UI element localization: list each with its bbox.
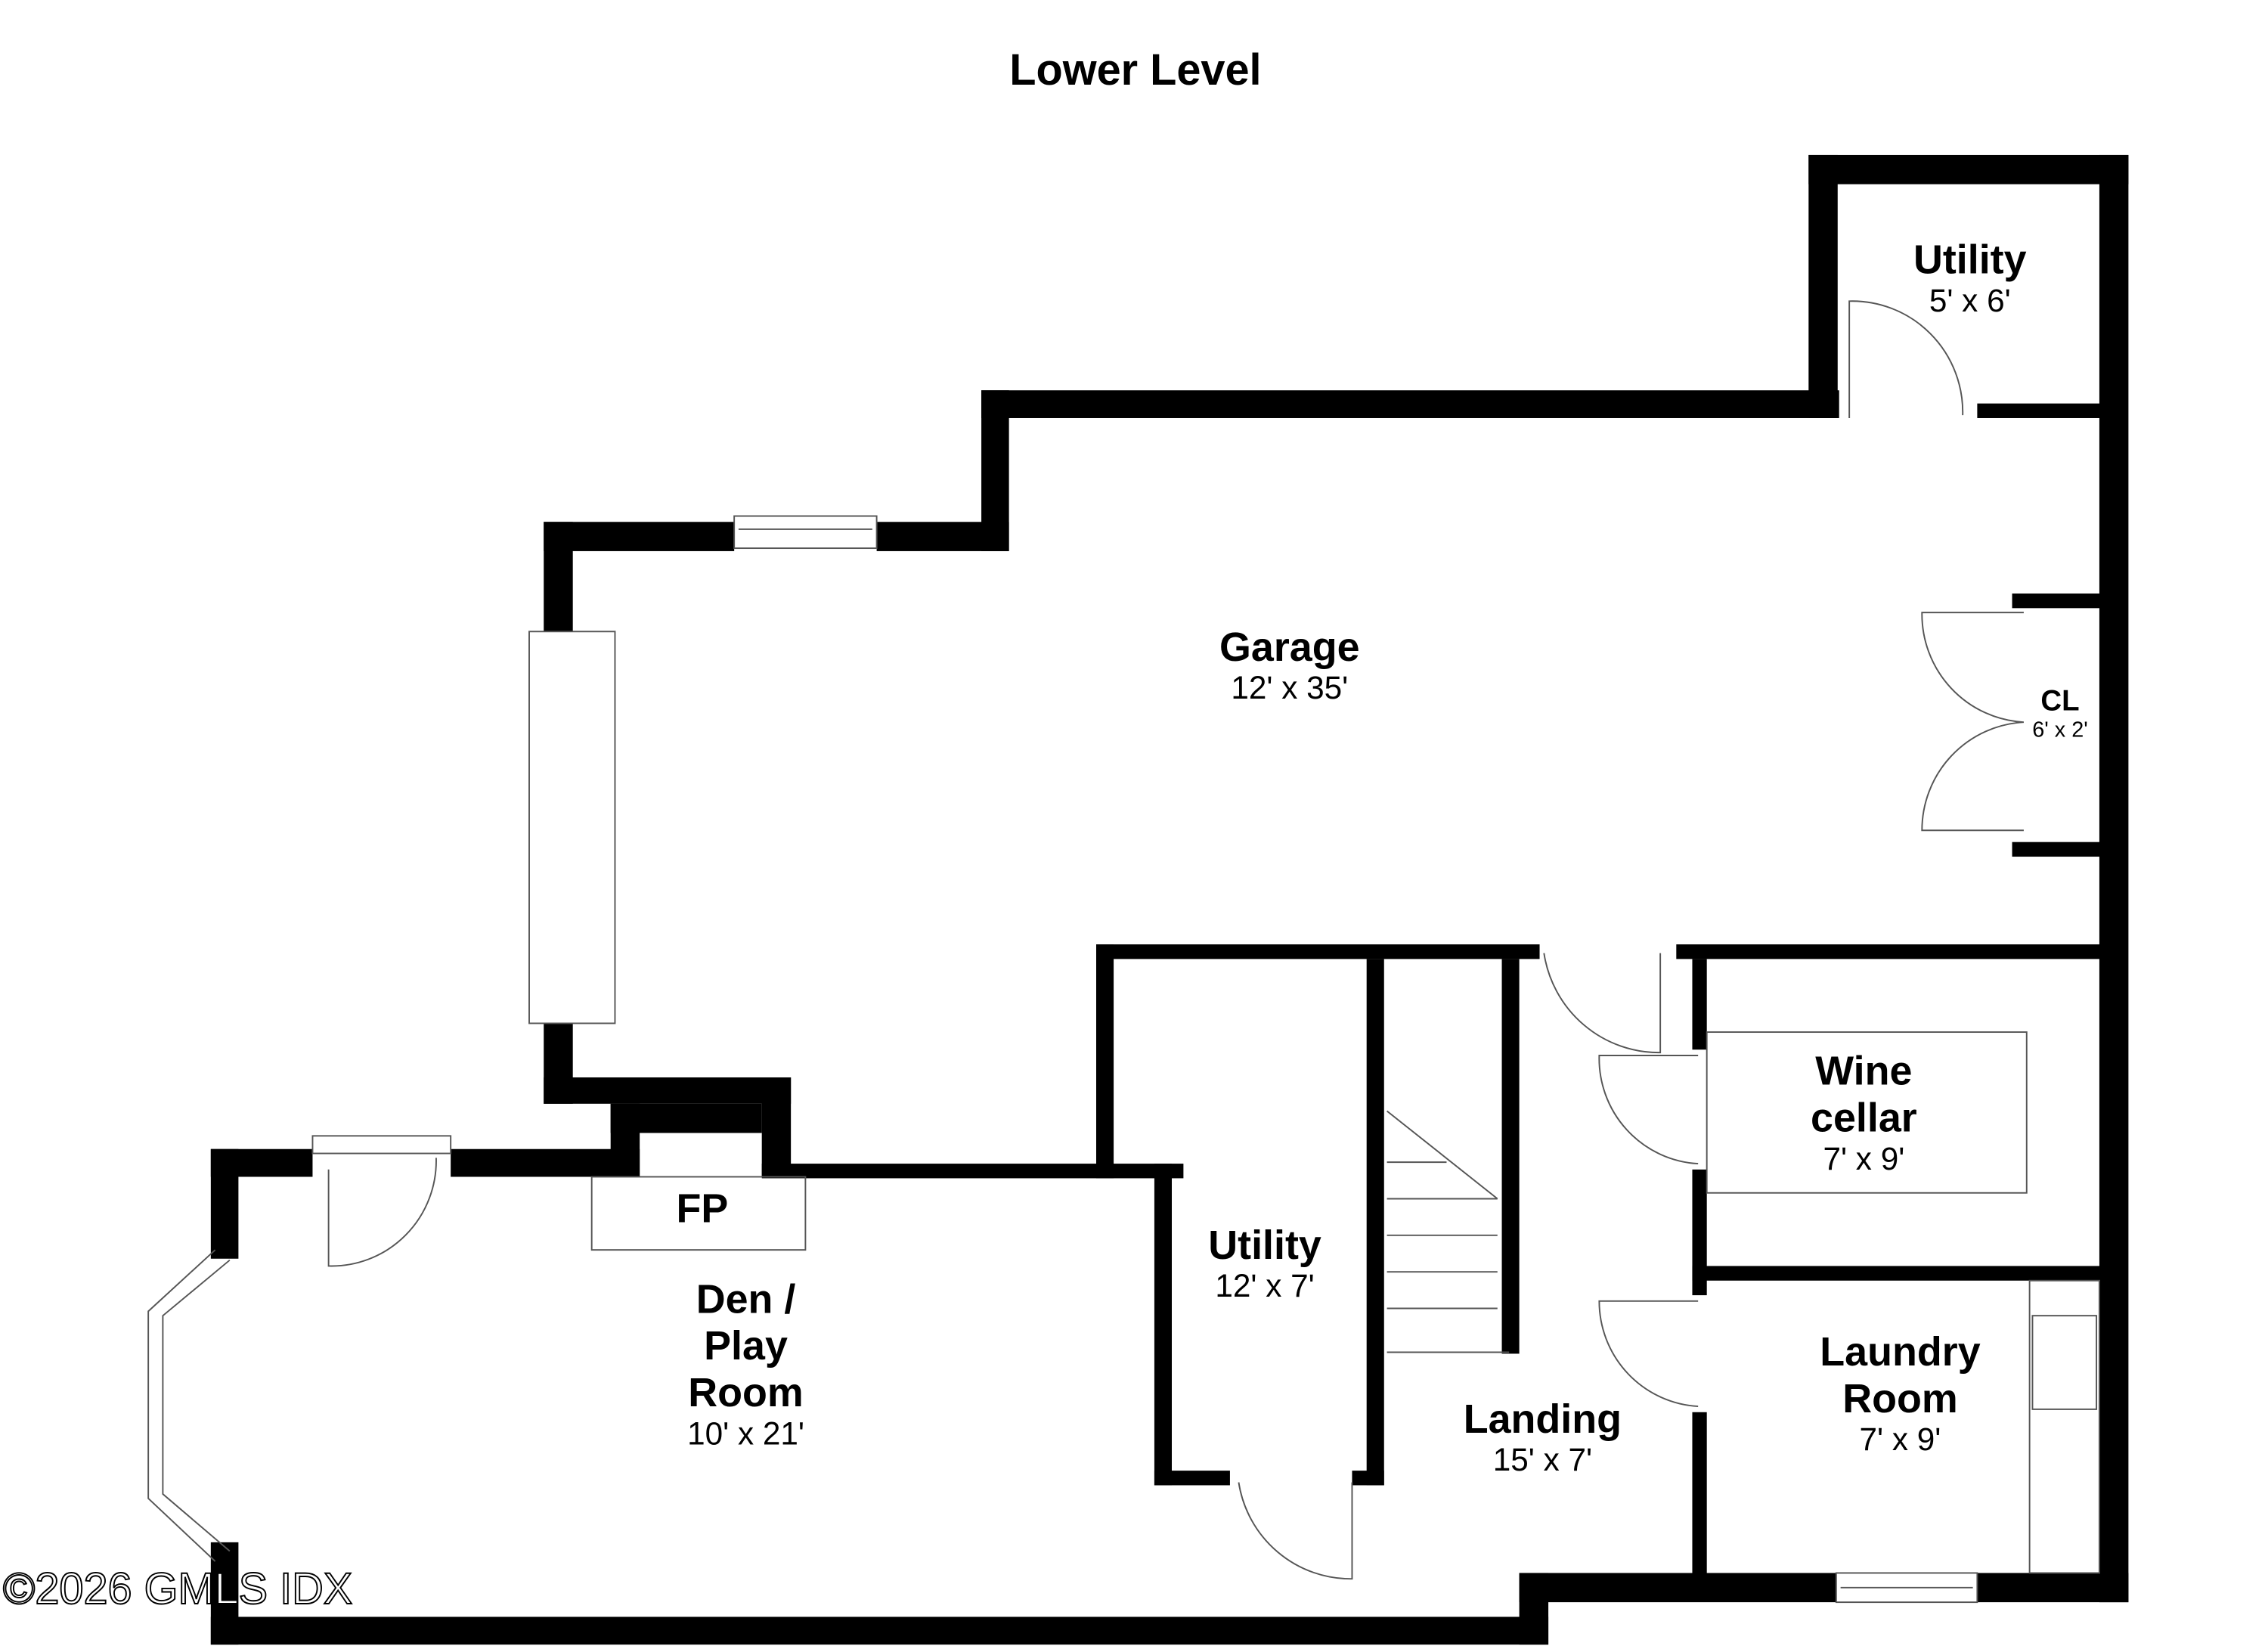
doors xyxy=(327,300,2024,1580)
svg-text:Landing: Landing xyxy=(1464,1396,1622,1442)
room-wine-cellar: Wine cellar 7' x 9' xyxy=(1811,1049,1917,1176)
room-name: CL xyxy=(2040,685,2079,718)
svg-text:7' x 9': 7' x 9' xyxy=(1823,1141,1904,1176)
room-garage: Garage 12' x 35' xyxy=(1219,625,1360,705)
room-den: Den / Play Room 10' x 21' xyxy=(687,1276,804,1451)
windows xyxy=(147,515,1978,1604)
svg-text:Laundry: Laundry xyxy=(1820,1329,1980,1375)
room-landing: Landing 15' x 7' xyxy=(1464,1396,1622,1477)
staircase xyxy=(1387,1110,1510,1353)
svg-text:Wine: Wine xyxy=(1815,1049,1912,1094)
room-utility-top: Utility 5' x 6' xyxy=(1913,237,2027,318)
svg-text:Den /: Den / xyxy=(696,1276,796,1322)
room-dims: 5' x 6' xyxy=(1929,283,2011,318)
svg-text:Utility: Utility xyxy=(1208,1223,1321,1268)
svg-text:15' x 7': 15' x 7' xyxy=(1493,1442,1592,1477)
room-name: Garage xyxy=(1219,625,1360,670)
svg-text:FP: FP xyxy=(676,1186,728,1231)
room-utility-mid: Utility 12' x 7' xyxy=(1208,1223,1321,1303)
room-dims: 12' x 35' xyxy=(1231,670,1348,705)
svg-text:cellar: cellar xyxy=(1811,1095,1917,1140)
room-name: Utility xyxy=(1913,237,2027,282)
room-dims: 6' x 2' xyxy=(2032,718,2088,742)
svg-text:10' x 21': 10' x 21' xyxy=(687,1415,804,1451)
watermark: ©2026 GMLS IDX xyxy=(3,1565,352,1613)
svg-text:Play: Play xyxy=(704,1323,788,1368)
svg-text:7' x 9': 7' x 9' xyxy=(1860,1421,1941,1457)
svg-text:Room: Room xyxy=(1842,1376,1958,1421)
fixtures xyxy=(590,1031,2100,1574)
plan-title: Lower Level xyxy=(1009,46,1261,95)
room-laundry: Laundry Room 7' x 9' xyxy=(1820,1329,1980,1457)
svg-text:Room: Room xyxy=(688,1370,804,1415)
room-fireplace: FP xyxy=(676,1186,728,1231)
walls xyxy=(210,154,2129,1645)
room-closet: CL 6' x 2' xyxy=(2032,685,2088,742)
svg-text:12' x 7': 12' x 7' xyxy=(1215,1268,1314,1303)
